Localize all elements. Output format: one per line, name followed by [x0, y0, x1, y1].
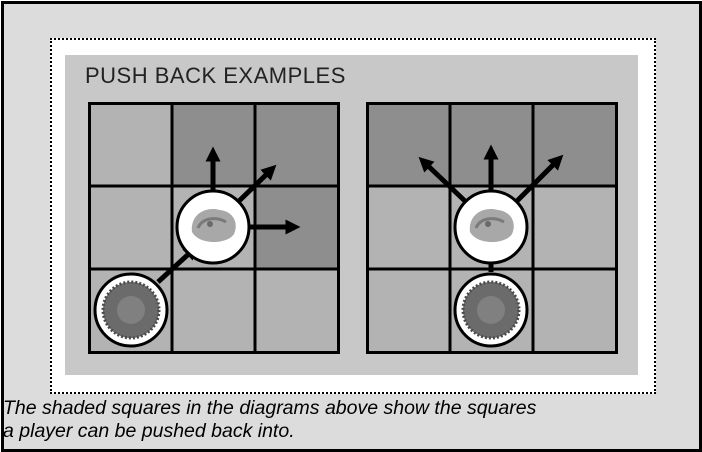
arrow-up-right-icon [514, 154, 564, 204]
square [255, 269, 338, 352]
caption: The shaded squares in the diagrams above… [3, 397, 693, 442]
diagram-diagonal-push [88, 102, 340, 354]
square [172, 269, 255, 352]
target-player-icon [453, 189, 529, 265]
arrow-blocker-to-target [156, 244, 199, 284]
arrow-up-right-icon [236, 164, 277, 204]
square [367, 186, 450, 269]
square [89, 103, 172, 186]
target-player-icon [175, 189, 251, 265]
diagram-straight-push [366, 102, 618, 354]
square [533, 269, 616, 352]
caption-line-2: a player can be pushed back into. [3, 419, 295, 442]
push-back-panel: PUSH BACK EXAMPLES [65, 55, 638, 375]
square [89, 186, 172, 269]
square [367, 269, 450, 352]
panel-title: PUSH BACK EXAMPLES [85, 63, 346, 88]
square [533, 186, 616, 269]
arrow-up-left-icon [418, 156, 468, 204]
blocker-player-icon [453, 272, 529, 348]
caption-line-1: The shaded squares in the diagrams above… [3, 397, 537, 419]
blocker-player-icon [93, 272, 169, 348]
